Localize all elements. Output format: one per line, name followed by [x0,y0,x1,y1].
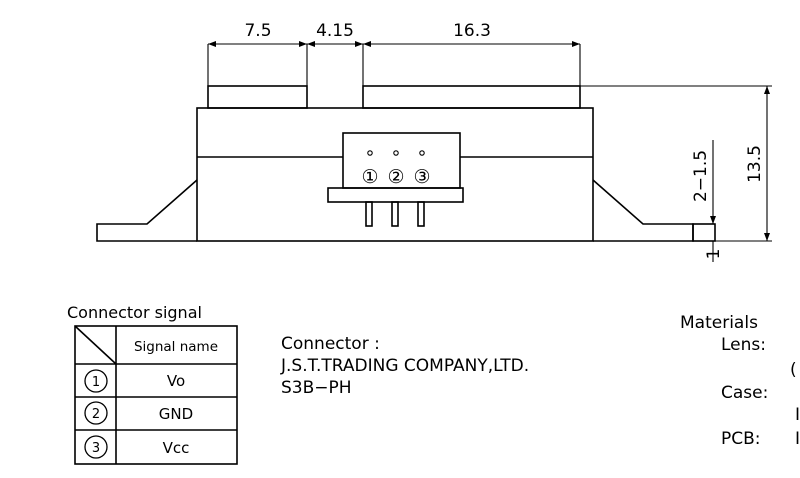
table-title: Connector signal [67,303,202,322]
materials-fragment: I [795,405,800,425]
dim-label-lens-gap: 2−1.5 [691,150,711,202]
arrow-up [764,86,770,94]
pin-marker-1: ① [361,166,378,188]
dim-label-1: 1 [704,249,724,260]
connector-maker: J.S.T.TRADING COMPANY,LTD. [280,356,529,376]
arrow-right [572,41,580,47]
connector-info: Connector : J.S.T.TRADING COMPANY,LTD. S… [280,334,529,398]
connector-label: Connector : [281,334,380,354]
table-pin-2: 2 [92,407,100,422]
materials-section: Materials Lens: ( Case: I PCB: I [680,313,800,449]
detector-lens-cap [362,85,581,109]
table-pin-3: 3 [92,441,100,456]
pin-lead-1 [365,201,373,227]
materials-title: Materials [680,313,758,333]
pin-lead-2 [391,201,399,227]
pin-hole-1 [367,150,373,156]
table-frame [74,325,238,465]
arrow [363,41,371,47]
arrow [355,41,363,47]
materials-case: Case: [721,383,768,403]
dim-label-13-5: 13.5 [745,145,765,183]
materials-fragment: I [795,429,800,449]
sensor-body [96,85,716,242]
pin-hole-2 [393,150,399,156]
materials-pcb: PCB: [721,429,761,449]
side-dimensions: 13.5 2−1.5 1 [580,85,772,262]
pin-marker-3: ③ [413,166,430,188]
dim-label-7-5: 7.5 [244,21,271,41]
case-outline [196,107,594,242]
dim-label-16-3: 16.3 [453,21,491,41]
connector-housing: ① ② ③ [327,132,464,227]
table-signal-vcc: Vcc [163,439,190,457]
mount-flange-left [96,179,198,242]
flange-foot [692,223,716,242]
mount-flange-right [592,179,694,242]
top-dimensions: 7.5 4.15 16.3 [207,21,581,86]
arrow [307,41,315,47]
materials-fragment: ( [790,360,797,380]
connector-signal-table: Connector signal Signal name 1 Vo 2 GND … [67,303,238,465]
pin-marker-2: ② [387,166,404,188]
pin-circle-3 [84,435,108,459]
arrow-down [764,233,770,241]
arrow [299,41,307,47]
materials-lens: Lens: [721,335,766,355]
table-signal-gnd: GND [159,405,193,423]
connector-part: S3B−PH [281,378,352,398]
connector-base [327,187,464,203]
table-header-signal-name: Signal name [134,339,218,355]
arrow-down [710,216,716,224]
dim-label-4-15: 4.15 [316,21,354,41]
arrow-left [208,41,216,47]
table-signal-vo: Vo [167,372,185,390]
pin-circle-1 [84,369,108,393]
emitter-lens-cap [207,85,308,109]
table-pin-1: 1 [92,375,100,390]
pin-lead-3 [417,201,425,227]
pin-circle-2 [84,401,108,425]
pin-hole-3 [419,150,425,156]
table-corner-diagonal [74,325,117,365]
